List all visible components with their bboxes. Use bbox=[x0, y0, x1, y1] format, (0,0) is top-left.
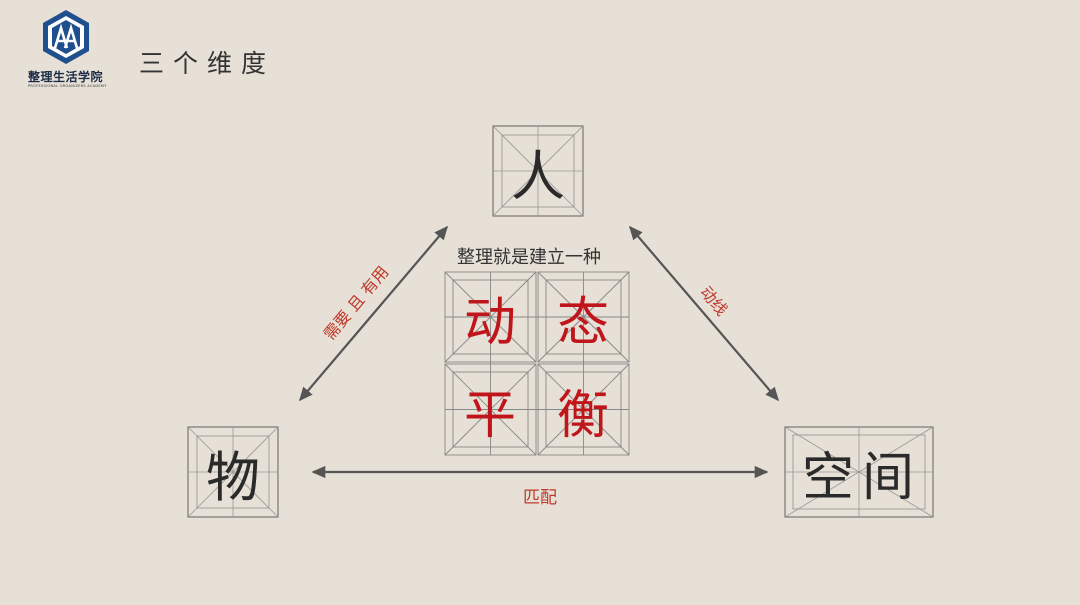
node-space-label-1: 空 bbox=[801, 447, 854, 508]
center-char-1: 动 bbox=[463, 292, 516, 353]
logo-name: 整理生活学院 bbox=[28, 70, 104, 84]
logo: 整理生活学院 PROFESSIONAL ORGANIZERS ACADEMY bbox=[25, 8, 109, 90]
node-object: 物 bbox=[187, 426, 279, 518]
center-grid: 动 态 平 衡 bbox=[444, 271, 630, 456]
node-space: 空 间 bbox=[784, 426, 934, 518]
center-char-3: 平 bbox=[463, 385, 516, 446]
logo-icon bbox=[43, 10, 89, 64]
arrow-left bbox=[299, 225, 448, 402]
node-person: 人 bbox=[492, 125, 584, 217]
page-title: 三个维度 bbox=[139, 49, 276, 78]
logo-subtitle: PROFESSIONAL ORGANIZERS ACADEMY bbox=[28, 84, 107, 88]
center-char-4: 衡 bbox=[556, 385, 609, 446]
edge-label-bottom: 匹配 bbox=[523, 488, 557, 508]
node-object-label: 物 bbox=[206, 445, 260, 509]
center-char-2: 态 bbox=[556, 292, 609, 353]
node-space-label-2: 间 bbox=[861, 447, 914, 508]
arrow-right bbox=[628, 225, 780, 402]
node-person-label: 人 bbox=[511, 144, 565, 208]
center-subtitle: 整理就是建立一种 bbox=[457, 247, 601, 268]
